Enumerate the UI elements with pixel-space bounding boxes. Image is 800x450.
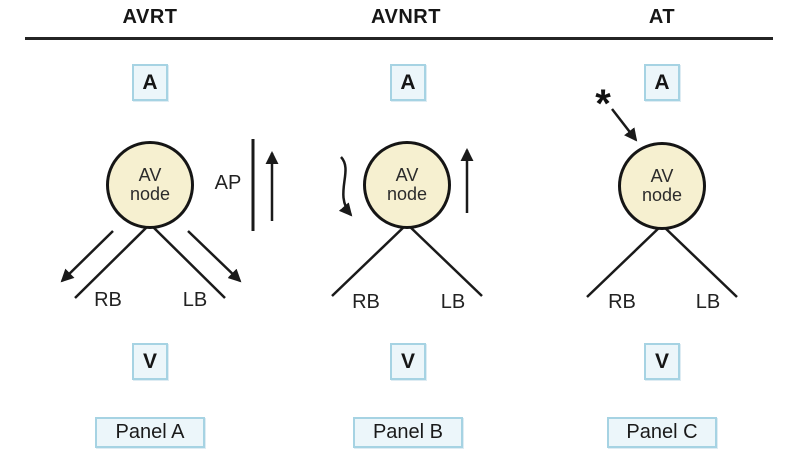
caption-panel-a: Panel A [95, 417, 205, 448]
atrium-box-a: A [132, 64, 168, 101]
av-node-label-line1: AV [395, 164, 419, 185]
right-bundle-line-a [74, 223, 151, 299]
column-header-avrt: AVRT [122, 6, 178, 28]
right-bundle-line-b [331, 223, 408, 297]
lb-label-c: LB [695, 291, 721, 313]
rb-label-a: RB [94, 289, 122, 311]
av-node-label-line1: AV [650, 165, 674, 186]
rb-label-b: RB [352, 291, 380, 313]
lb-label-a: LB [182, 289, 208, 311]
caption-panel-c: Panel C [607, 417, 717, 448]
accessory-pathway-label: AP [214, 172, 242, 194]
slow-pathway-curved-arrow [338, 156, 353, 217]
column-header-at: AT [648, 6, 676, 28]
lb-antegrade-arrow [187, 230, 242, 283]
ventricle-box-b: V [390, 343, 426, 380]
left-bundle-line-b [406, 223, 483, 297]
av-node-c: AV node [618, 142, 706, 230]
atrium-box-c: A [644, 64, 680, 101]
av-node-label-line2: node [641, 185, 683, 205]
lb-label-b: LB [440, 291, 466, 313]
rb-antegrade-arrow [60, 230, 114, 283]
ectopic-focus-asterisk: * [595, 82, 611, 126]
left-bundle-line-c [661, 224, 738, 298]
caption-panel-b: Panel B [353, 417, 463, 448]
av-node-label-line2: node [386, 184, 428, 204]
av-node-a: AV node [106, 141, 194, 229]
right-bundle-line-c [586, 224, 663, 298]
rb-label-c: RB [608, 291, 636, 313]
header-divider-line [25, 37, 773, 40]
av-node-label-line2: node [129, 184, 171, 204]
ectopic-focus-arrow [611, 108, 638, 142]
column-header-avnrt: AVNRT [371, 6, 441, 28]
ventricle-box-a: V [132, 343, 168, 380]
av-node-b: AV node [363, 141, 451, 229]
left-bundle-line-a [149, 223, 226, 299]
atrium-box-b: A [390, 64, 426, 101]
ventricle-box-c: V [644, 343, 680, 380]
av-node-label-line1: AV [138, 164, 162, 185]
